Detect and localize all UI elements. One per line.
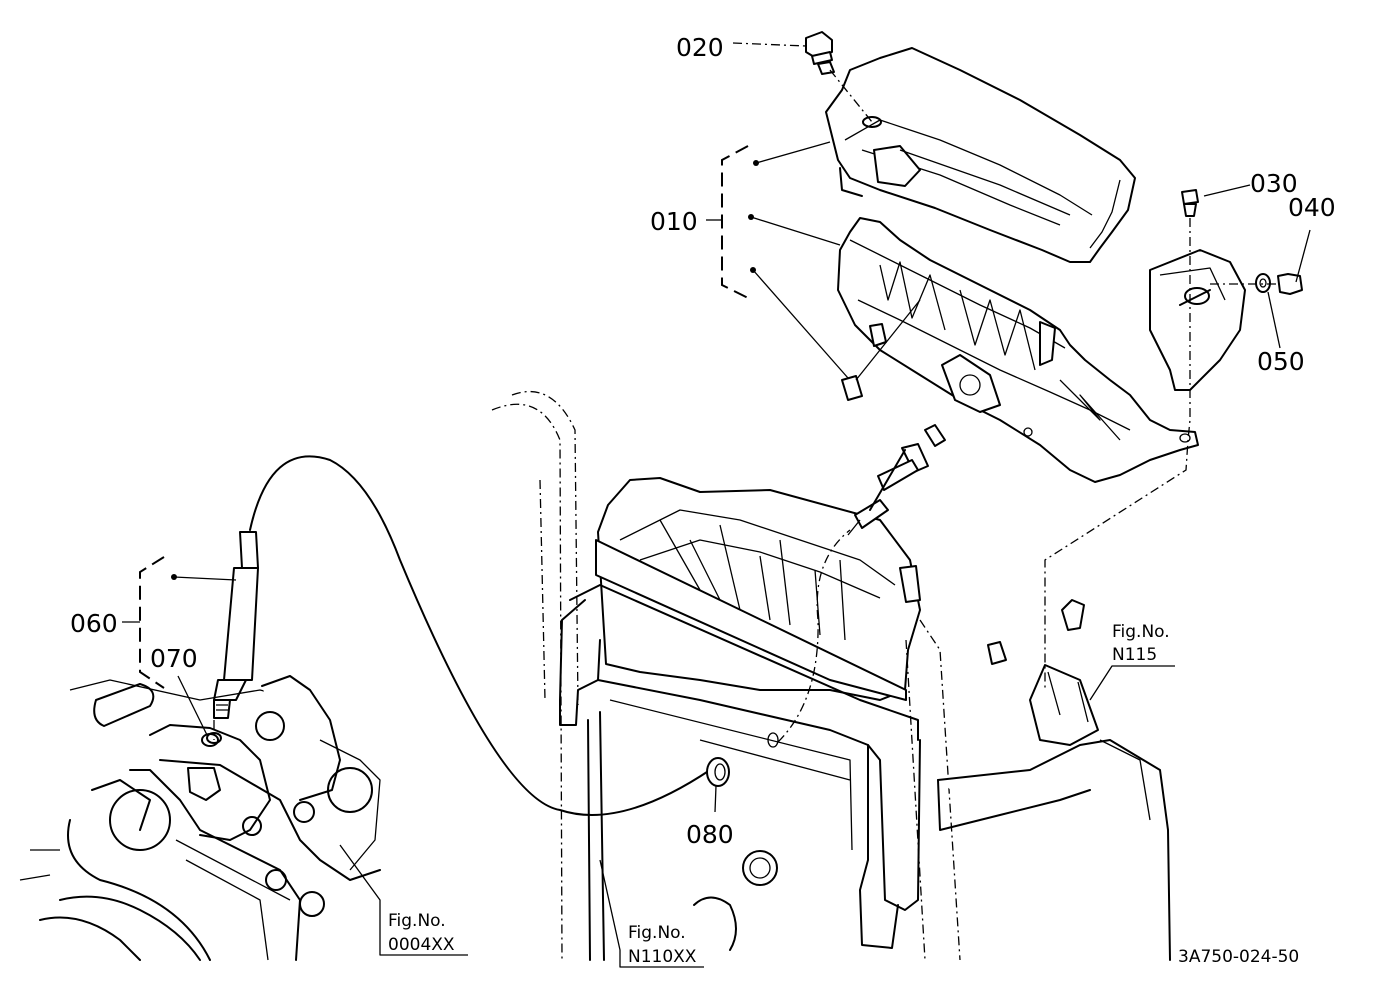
dashboard-frame-drawing bbox=[491, 390, 1171, 961]
part-label-040: 040 bbox=[1288, 193, 1336, 222]
part-label-050: 050 bbox=[1257, 347, 1305, 376]
part-label-070: 070 bbox=[150, 644, 198, 673]
fig-ref-n110xx-number: N110XX bbox=[628, 947, 697, 967]
meter-panel-drawing bbox=[825, 47, 1246, 483]
leader-lines bbox=[122, 42, 1311, 968]
part-label-020: 020 bbox=[676, 33, 724, 62]
meter-cable-drawing bbox=[206, 424, 946, 816]
fig-ref-n115-title: Fig.No. bbox=[1112, 622, 1170, 642]
part-labels: 020 010 030 040 050 060 070 080 bbox=[70, 33, 1336, 849]
hardware-drawing bbox=[201, 31, 1303, 787]
fig-ref-0004xx-title: Fig.No. bbox=[388, 911, 446, 931]
fig-ref-n110xx-title: Fig.No. bbox=[628, 923, 686, 943]
fig-ref-n115-number: N115 bbox=[1112, 645, 1157, 665]
part-label-010: 010 bbox=[650, 207, 698, 236]
engine-housing-drawing bbox=[19, 675, 381, 961]
fig-ref-0004xx-number: 0004XX bbox=[388, 935, 455, 955]
drawing-code: 3A750-024-50 bbox=[1178, 947, 1299, 967]
part-label-030: 030 bbox=[1250, 169, 1298, 198]
figure-references: Fig.No. N115 Fig.No. 0004XX Fig.No. N110… bbox=[388, 622, 1170, 967]
part-label-080: 080 bbox=[686, 820, 734, 849]
part-label-060: 060 bbox=[70, 609, 118, 638]
